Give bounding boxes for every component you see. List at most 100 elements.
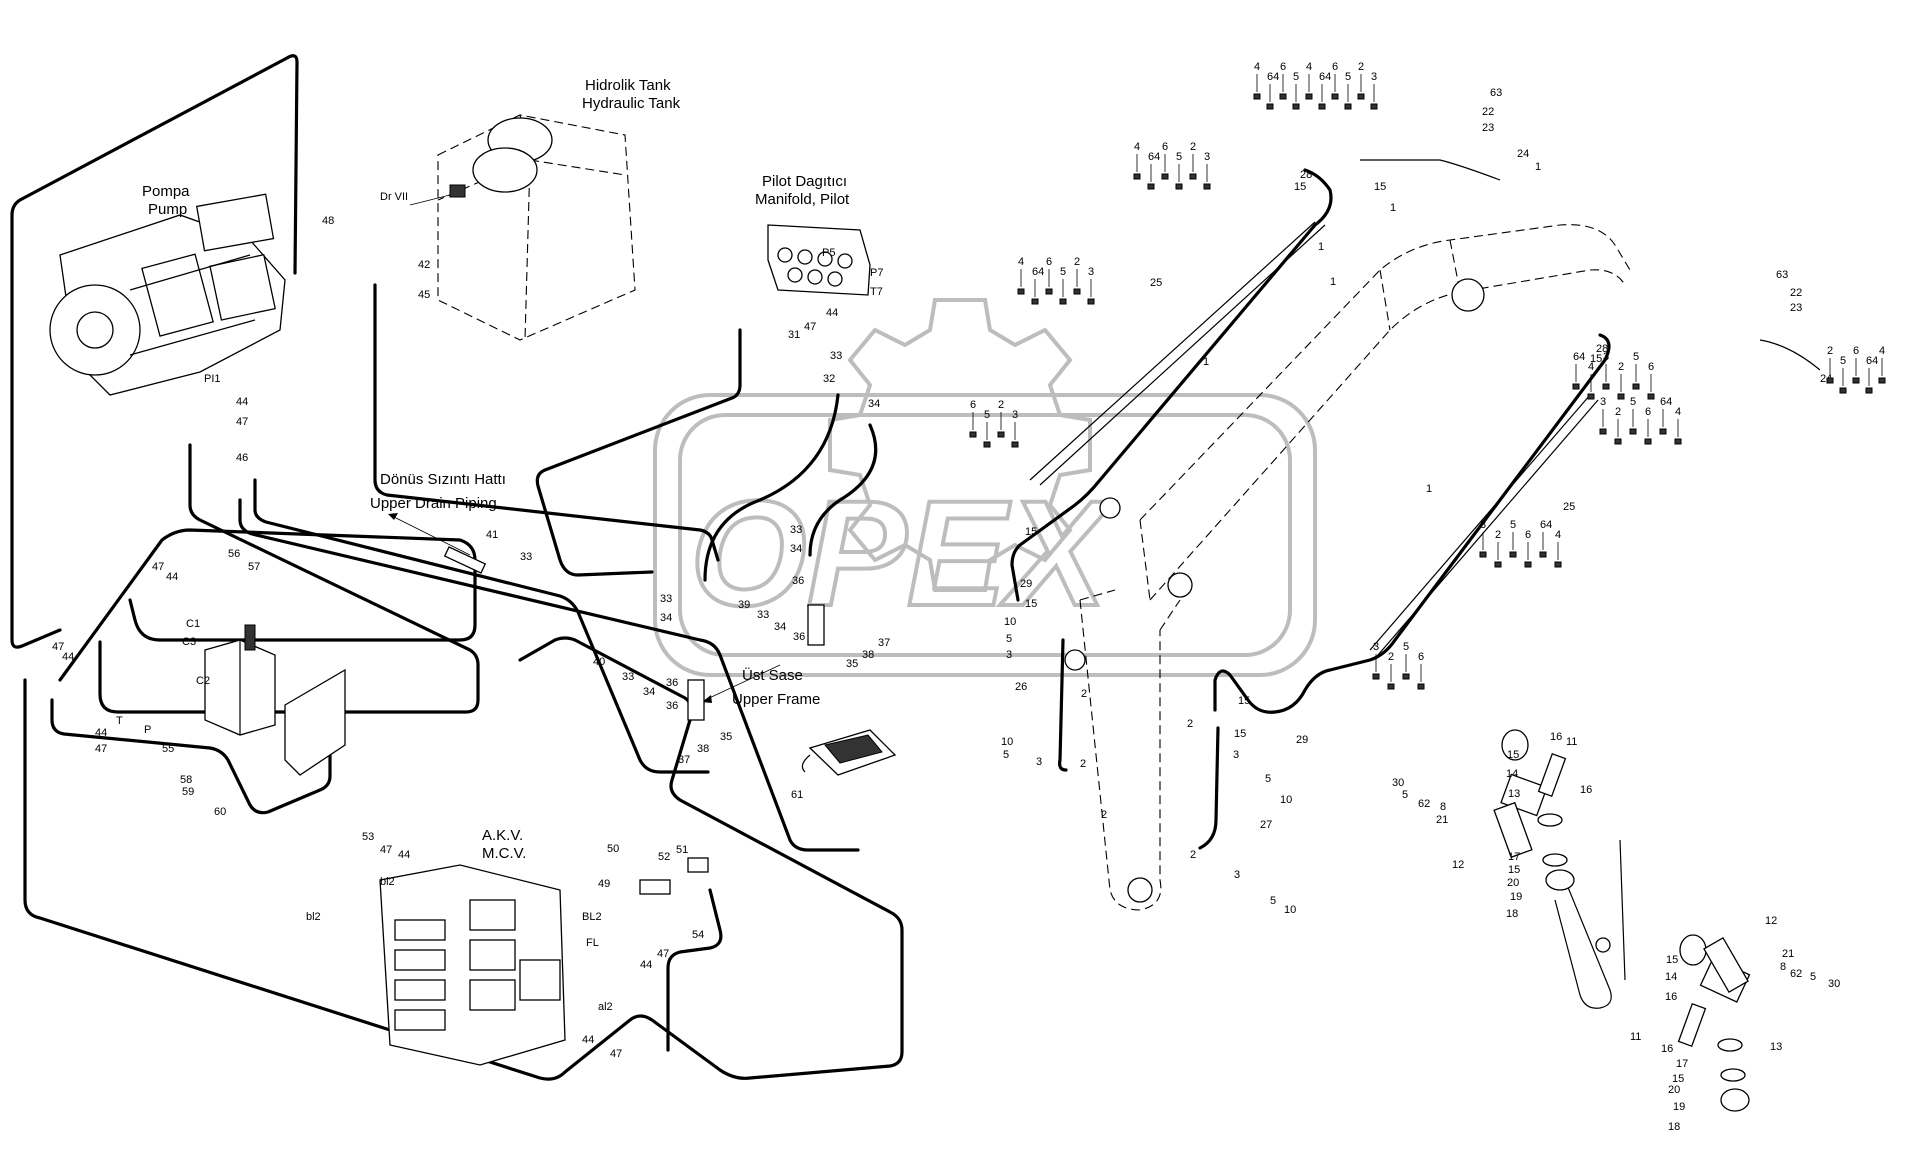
bolt-icon [1524, 561, 1532, 568]
bolt-callout-64: 64 [1267, 71, 1279, 83]
mcv-spool-2 [394, 949, 446, 971]
callout-30: 30 [1392, 777, 1404, 789]
pipe-tank-to-frame [373, 283, 720, 562]
callout-5: 5 [1006, 633, 1012, 645]
boom-pin-lower [1167, 572, 1193, 598]
watermark-text: OPEX [690, 469, 1115, 637]
callout-47: 47 [804, 321, 816, 333]
pump-regulator [195, 193, 275, 252]
tank-port [449, 184, 466, 198]
callout-42: 42 [418, 259, 430, 271]
bolt-callout-2: 2 [1827, 345, 1833, 357]
manifold-port-1 [777, 247, 793, 263]
port-c2: C2 [196, 675, 210, 687]
callout-2: 2 [1190, 849, 1196, 861]
callout-16: 16 [1580, 784, 1592, 796]
callout-57: 57 [248, 561, 260, 573]
callout-30: 30 [1828, 978, 1840, 990]
pipe-boom-right [1213, 333, 1611, 714]
callout-23: 23 [1790, 302, 1802, 314]
pipe-network [10, 54, 1611, 1081]
detail-clip-11 [1537, 752, 1567, 798]
callout-19: 19 [1510, 891, 1522, 903]
bolt-callout-6: 6 [1525, 529, 1531, 541]
bolt-icon [1087, 298, 1095, 305]
callout-13: 13 [1770, 1041, 1782, 1053]
port-fl: FL [586, 937, 599, 949]
callout-10: 10 [1001, 736, 1013, 748]
valve-stem [244, 624, 256, 651]
bolt-callout-3: 3 [1371, 71, 1377, 83]
callout-3: 3 [1234, 869, 1240, 881]
tank-label-tr: Hidrolik Tank [585, 77, 671, 94]
pipe-mid-cross-1 [238, 498, 860, 852]
callout-36: 36 [792, 575, 804, 587]
arm-pin-top [1064, 649, 1086, 671]
hydraulic-tank: Hidrolik Tank Hydraulic Tank Dr VII [380, 77, 681, 341]
bolt-callout-4: 4 [1588, 361, 1594, 373]
callout-5: 5 [1270, 895, 1276, 907]
manifold-port-3 [817, 251, 833, 267]
watermark-frame-inner [678, 413, 1292, 657]
mcv-spool-8 [519, 959, 561, 1001]
callout-21: 21 [1782, 948, 1794, 960]
callout-46: 46 [236, 452, 248, 464]
callout-20: 20 [1668, 1084, 1680, 1096]
arm-outline [1079, 589, 1181, 911]
bolt-callout-5: 5 [1345, 71, 1351, 83]
callout-36: 36 [793, 631, 805, 643]
callout-59: 59 [182, 786, 194, 798]
detail-fitting-15b [1679, 934, 1707, 966]
bolt-callout-3: 3 [1603, 351, 1609, 363]
callout-34: 34 [774, 621, 786, 633]
callout-10: 10 [1004, 616, 1016, 628]
callout-35: 35 [720, 731, 732, 743]
callout-34: 34 [790, 543, 802, 555]
callout-13: 13 [1508, 788, 1520, 800]
callout-50: 50 [607, 843, 619, 855]
bolt-callout-6: 6 [1046, 256, 1052, 268]
tank-label-en: Hydraulic Tank [582, 95, 681, 112]
bolt-callout-3: 3 [1373, 641, 1379, 653]
callout-29: 29 [1296, 734, 1308, 746]
bolt-icon [1659, 428, 1667, 435]
bolt-icon [1344, 103, 1352, 110]
bolt-callout-64: 64 [1660, 396, 1672, 408]
callout-16: 16 [1661, 1043, 1673, 1055]
mcv-label-tr: A.K.V. [482, 827, 523, 844]
bolt-callout-64: 64 [1319, 71, 1331, 83]
callout-17: 17 [1508, 851, 1520, 863]
mcv-spool-7 [469, 979, 516, 1011]
bolt-callout-4: 4 [1555, 529, 1561, 541]
pipe-pump-to-left-loop [10, 54, 299, 649]
bolt-icon [1175, 183, 1183, 190]
bolt-callout-4: 4 [1018, 256, 1024, 268]
mcv-fitting-51 [687, 857, 709, 873]
callout-32: 32 [823, 373, 835, 385]
callout-34: 34 [868, 398, 880, 410]
bolt-icon [1878, 377, 1886, 384]
port-p7: P7 [870, 267, 883, 279]
bolt-callout-3: 3 [1012, 409, 1018, 421]
callout-1: 1 [1330, 276, 1336, 288]
bolt-icon [1370, 103, 1378, 110]
frame-block-35a [807, 604, 825, 646]
watermark: OPEX [653, 298, 1317, 677]
callout-25: 25 [1150, 277, 1162, 289]
callout-33: 33 [622, 671, 634, 683]
callout-1: 1 [1535, 161, 1541, 173]
detail-ring-17 [1537, 813, 1563, 827]
bolt-icon [1292, 103, 1300, 110]
bolt-icon [1073, 288, 1081, 295]
bolt-callout-6: 6 [970, 399, 976, 411]
callout-17: 17 [1676, 1058, 1688, 1070]
bolt-icon [1644, 438, 1652, 445]
callout-5: 5 [1003, 749, 1009, 761]
port-p5: P5 [822, 247, 835, 259]
fitting-detail-upper [1493, 729, 1575, 891]
bolt-icon [1629, 428, 1637, 435]
callout-27: 27 [1260, 819, 1272, 831]
callout-44: 44 [826, 307, 838, 319]
callout-33: 33 [660, 593, 672, 605]
callout-18: 18 [1668, 1121, 1680, 1133]
